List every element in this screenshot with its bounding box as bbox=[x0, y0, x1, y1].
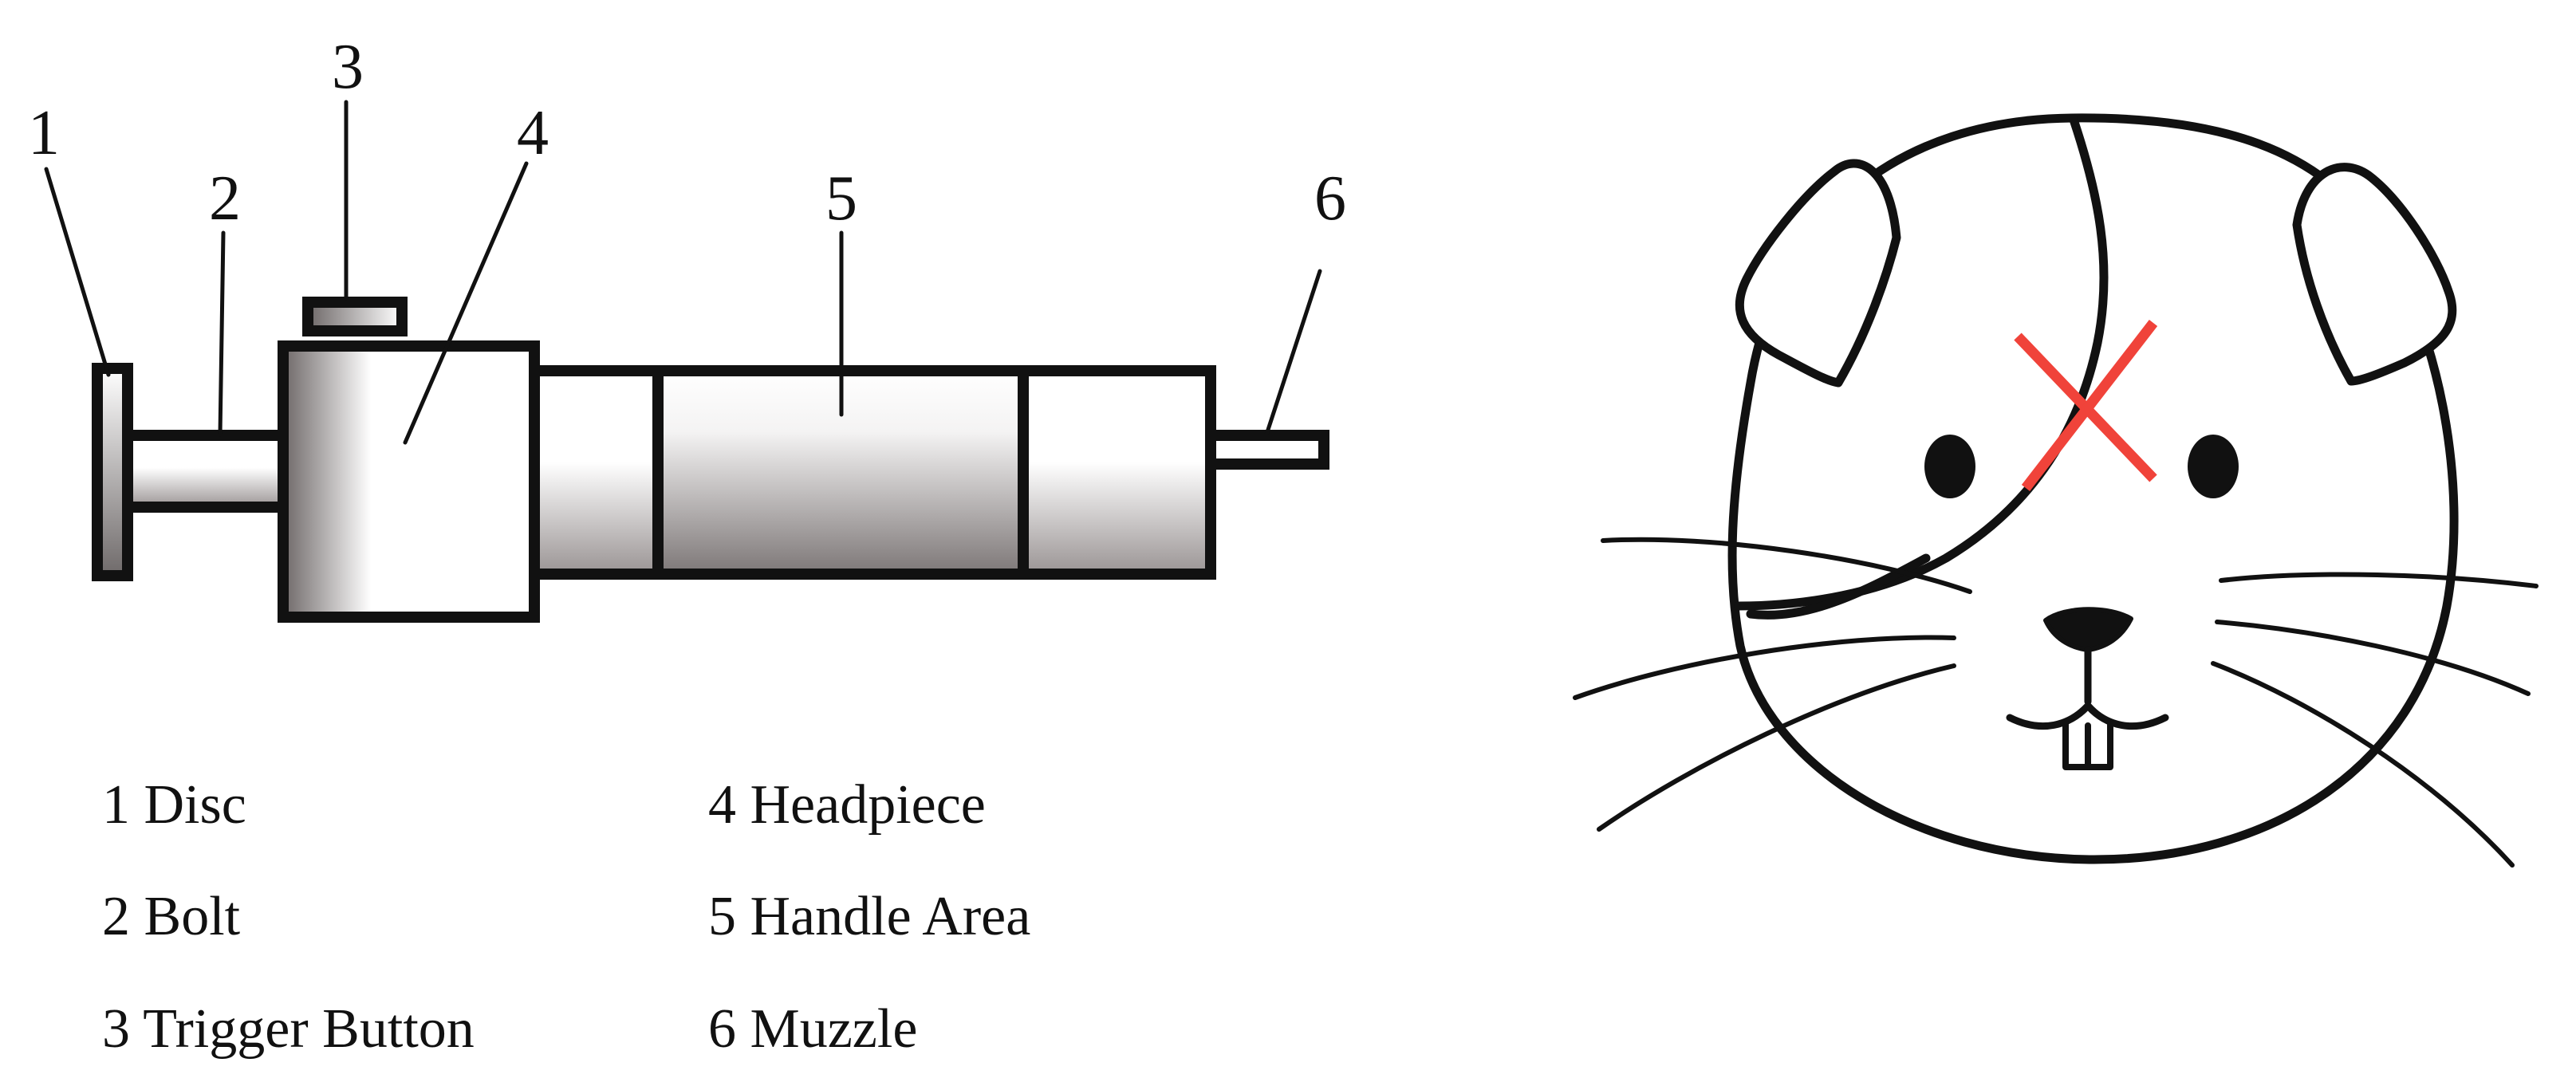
legend-item-2: 2 Bolt bbox=[102, 886, 241, 947]
legend-item-6: 6 Muzzle bbox=[708, 998, 917, 1060]
right-whiskers bbox=[2211, 572, 2539, 868]
bolt-shaft bbox=[120, 430, 291, 513]
nose-icon bbox=[2043, 607, 2133, 652]
captive-bolt-stunner bbox=[92, 297, 1329, 623]
legend-label: Bolt bbox=[144, 886, 241, 947]
leader-line-1 bbox=[44, 167, 111, 377]
legend-label: Muzzle bbox=[750, 998, 918, 1060]
legend-label: Disc bbox=[144, 774, 246, 836]
callout-number-3: 3 bbox=[332, 32, 364, 102]
legend-item-5: 5 Handle Area bbox=[708, 886, 1030, 947]
callout-number-1: 1 bbox=[28, 98, 60, 168]
guinea-pig-face-icon bbox=[1573, 113, 2539, 868]
left-whiskers bbox=[1573, 537, 1972, 832]
barrel-front-section bbox=[529, 365, 664, 580]
legend-label: Headpiece bbox=[750, 774, 986, 836]
callout-number-5: 5 bbox=[825, 163, 857, 234]
callout-number-6: 6 bbox=[1314, 163, 1346, 234]
right-ear bbox=[2292, 163, 2457, 386]
fur-patch-lower-line bbox=[1746, 553, 1931, 620]
legend-item-4: 4 Headpiece bbox=[708, 774, 986, 836]
callout-number-2: 2 bbox=[209, 163, 241, 234]
legend-number: 5 bbox=[708, 886, 736, 947]
left-eye-icon bbox=[1924, 435, 1975, 498]
left-ear bbox=[1735, 159, 1901, 388]
legend-item-3: 3 Trigger Button bbox=[102, 998, 475, 1060]
headpiece bbox=[278, 340, 540, 623]
leader-line-4 bbox=[403, 161, 529, 445]
right-eye-icon bbox=[2188, 435, 2239, 498]
trigger-button bbox=[302, 297, 408, 336]
callout-number-4: 4 bbox=[517, 98, 549, 168]
legend-label: Trigger Button bbox=[143, 998, 475, 1060]
leader-line-6 bbox=[1264, 269, 1322, 437]
legend-number: 1 bbox=[102, 774, 130, 836]
cross-mark-stroke-2 bbox=[2021, 320, 2158, 491]
callout-leader-lines bbox=[44, 100, 1322, 445]
legend-label: Handle Area bbox=[750, 886, 1031, 947]
legend-number: 6 bbox=[708, 998, 736, 1060]
teeth bbox=[2062, 718, 2113, 770]
muzzle bbox=[1205, 430, 1329, 470]
leader-line-2 bbox=[218, 230, 226, 437]
mouth bbox=[2006, 646, 2169, 730]
legend-number: 3 bbox=[102, 998, 130, 1060]
legend-number: 4 bbox=[708, 774, 736, 836]
legend: 1 Disc 2 Bolt 3 Trigger Button 4 Headpie… bbox=[102, 774, 1030, 1060]
disc bbox=[92, 363, 133, 581]
barrel-rear-section bbox=[1018, 365, 1216, 580]
legend-item-1: 1 Disc bbox=[102, 774, 246, 836]
cross-mark-icon bbox=[2014, 320, 2158, 491]
legend-number: 2 bbox=[102, 886, 130, 947]
callout-numbers: 1 2 3 4 5 6 bbox=[28, 32, 1346, 234]
